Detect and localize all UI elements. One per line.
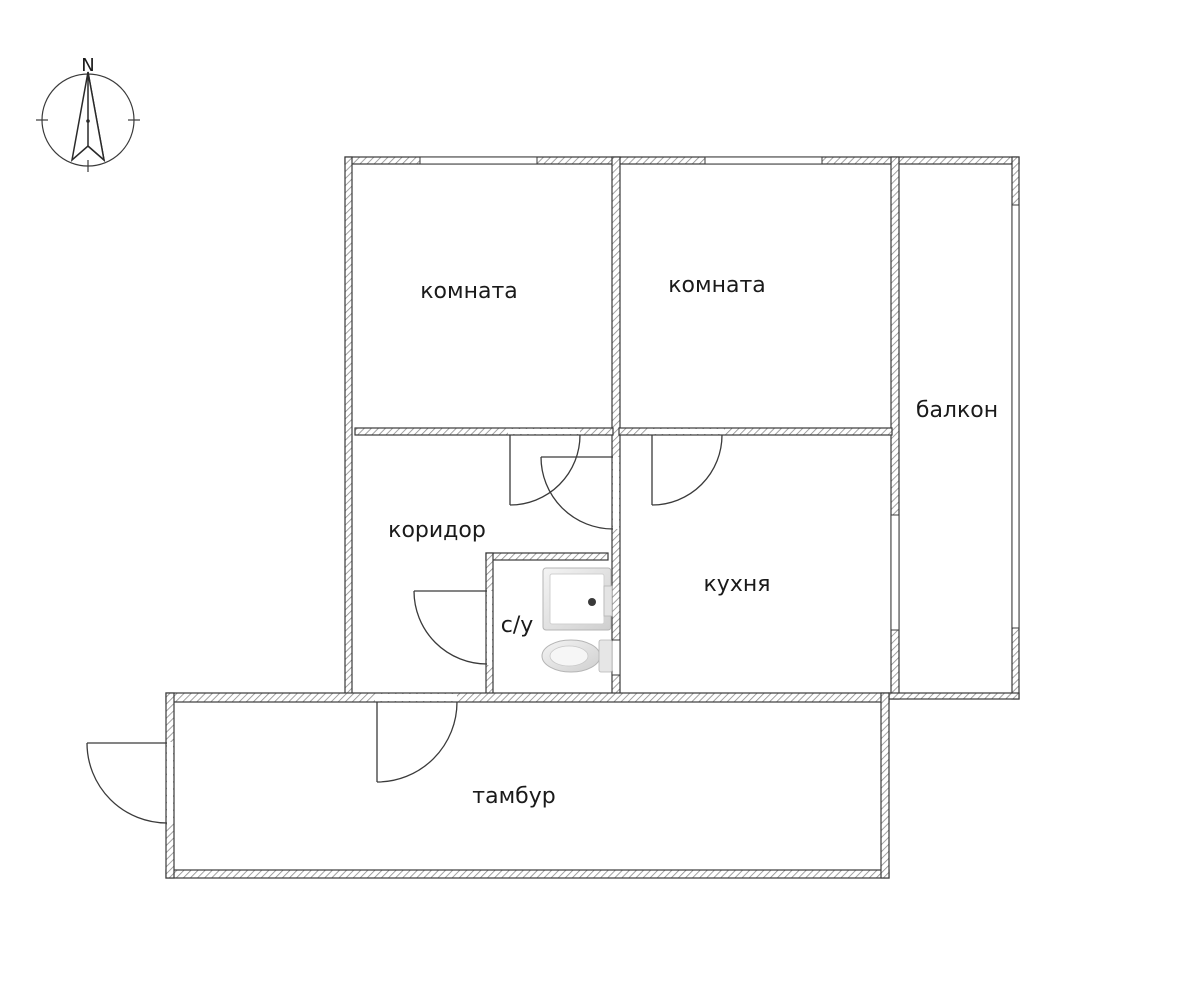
compass: N	[36, 55, 140, 172]
opening-corridor-vestibule	[375, 694, 457, 701]
room-label-vestibule: тамбур	[472, 784, 555, 809]
room-label-balcony: балкон	[916, 398, 998, 423]
door-kitchen	[651, 434, 723, 506]
doors	[86, 434, 723, 824]
wall-left-upper	[344, 156, 353, 700]
wall-rooms-bottom-right	[618, 427, 893, 436]
wall-balcony-bottom	[888, 692, 1020, 700]
opening-kitchen	[648, 429, 724, 434]
toilet-icon	[541, 639, 613, 673]
window-room-2	[704, 156, 823, 165]
wall-bathroom-top	[485, 552, 609, 561]
opening-bathroom	[487, 591, 492, 665]
door-openings	[167, 429, 724, 824]
north-arrow-icon	[36, 71, 140, 172]
wall-vestibule-bottom	[165, 869, 890, 879]
wall-vestibule-top	[165, 692, 890, 703]
room-label-room-1: комната	[420, 279, 518, 304]
door-bathroom	[413, 590, 488, 665]
room-labels: комната комната балкон коридор кухня с/у…	[388, 273, 998, 809]
door-entrance	[86, 742, 168, 824]
room-label-kitchen: кухня	[704, 572, 771, 597]
room-label-corridor: коридор	[388, 518, 486, 543]
compass-north-label: N	[81, 55, 94, 76]
opening-room-2	[613, 457, 619, 529]
door-room-2	[540, 456, 614, 530]
window-balcony-inner	[890, 514, 900, 631]
window-balcony-top	[1011, 204, 1020, 629]
door-corridor-vestibule	[376, 701, 458, 783]
opening-entrance	[167, 742, 173, 824]
shower-tray-icon	[542, 567, 613, 631]
wall-rooms-bottom-left	[354, 427, 614, 436]
door-room-1	[509, 434, 581, 506]
window-room-1	[419, 156, 538, 165]
wall-vestibule-right	[880, 692, 890, 879]
room-label-room-2: комната	[668, 273, 766, 298]
room-label-bathroom: с/у	[501, 613, 534, 638]
windows	[419, 156, 1020, 676]
window-bathroom	[611, 639, 621, 676]
opening-room-1	[508, 429, 580, 434]
